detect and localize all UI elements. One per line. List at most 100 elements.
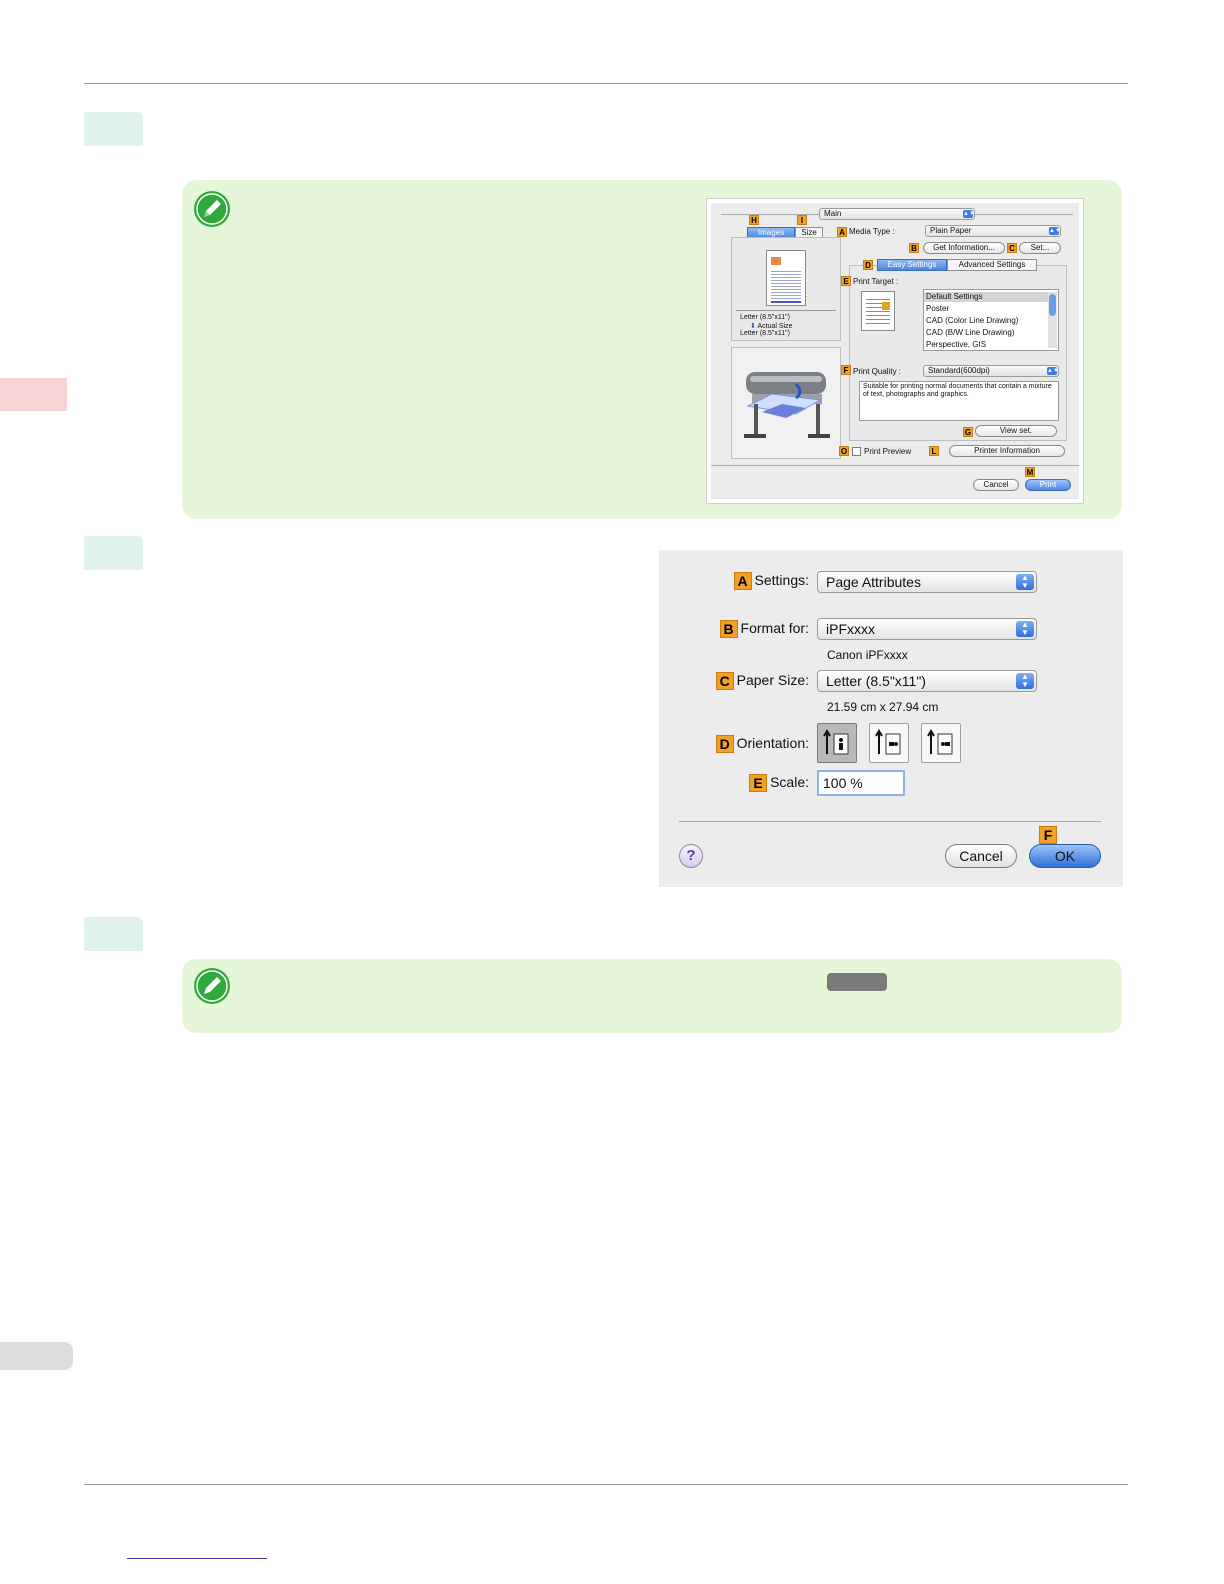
step-marker-3 <box>84 917 143 951</box>
preview-image <box>771 257 781 265</box>
cancel-button[interactable]: Cancel <box>973 479 1019 491</box>
list-item[interactable]: CAD (B/W Line Drawing) <box>926 328 1015 337</box>
note-pencil-icon <box>194 968 230 1004</box>
landscape-orientation-icon <box>875 729 901 755</box>
preview-line3: Letter (8.5"x11") <box>740 330 790 337</box>
popup-arrows-icon: ▲▼ <box>1016 621 1034 637</box>
printer-main-dialog: Main▲▼ H I Images Size Letter (8.5"x11")… <box>706 198 1084 504</box>
help-button[interactable]: ? <box>679 844 703 868</box>
badge-g: G <box>963 427 973 437</box>
paper-size-sub: 21.59 cm x 27.94 cm <box>827 700 939 714</box>
set-button[interactable]: Set... <box>1019 242 1061 254</box>
popup-arrows-icon: ▲▼ <box>1016 673 1034 689</box>
list-item[interactable]: Poster <box>926 304 950 313</box>
view-set-button[interactable]: View set. <box>975 425 1057 437</box>
step-marker-2 <box>84 536 143 570</box>
orientation-reverse-landscape-button[interactable] <box>921 723 961 763</box>
print-button[interactable]: Print <box>1025 479 1071 491</box>
tab-advanced-settings[interactable]: Advanced Settings <box>947 259 1037 271</box>
step-marker-1 <box>84 112 143 146</box>
target-lines <box>866 296 890 326</box>
main-popup[interactable]: Main▲▼ <box>819 208 975 220</box>
badge-d: D <box>863 260 873 270</box>
print-quality-select[interactable]: Standard(600dpi)▲▼ <box>923 365 1059 377</box>
tab-easy-settings[interactable]: Easy Settings <box>877 259 947 271</box>
badge-a: A <box>733 572 752 591</box>
preview-panel: Letter (8.5"x11") ⬇ Actual Size Letter (… <box>731 237 841 341</box>
ok-button[interactable]: OK <box>1029 844 1101 868</box>
orientation-portrait-button[interactable] <box>817 723 857 763</box>
print-target-label: Print Target : <box>853 277 899 286</box>
get-information-button[interactable]: Get Information... <box>923 242 1005 254</box>
scroll-thumb[interactable] <box>1049 294 1056 316</box>
media-type-select[interactable]: Plain Paper▲▼ <box>925 225 1061 237</box>
badge-d: D <box>715 735 734 754</box>
popup-arrows-icon: ▲▼ <box>1049 227 1061 235</box>
preview-line2: ⬇ Actual Size <box>750 323 793 330</box>
settings-select[interactable]: Page Attributes▲▼ <box>817 571 1037 593</box>
print-target-icon <box>861 291 895 331</box>
badge-e: E <box>841 276 851 286</box>
badge-b: B <box>909 243 919 253</box>
divider <box>736 310 836 311</box>
list-scrollbar[interactable] <box>1048 292 1057 348</box>
chapter-side-tab <box>0 378 67 411</box>
printer-information-button[interactable]: Printer Information <box>949 445 1065 457</box>
badge-i: I <box>797 215 807 225</box>
orientation-landscape-button[interactable] <box>869 723 909 763</box>
badge-m: M <box>1025 467 1035 477</box>
footer-link-underline[interactable] <box>127 1558 267 1559</box>
popup-arrows-icon: ▲▼ <box>963 210 975 218</box>
portrait-orientation-icon <box>823 729 849 755</box>
print-preview-checkbox[interactable] <box>852 447 861 456</box>
list-item[interactable]: CAD (Color Line Drawing) <box>926 316 1019 325</box>
footer-rule <box>84 1484 1128 1485</box>
scale-input[interactable]: 100 % <box>817 770 905 796</box>
print-preview-label: Print Preview <box>864 447 912 456</box>
badge-l: L <box>929 446 939 456</box>
page-preview <box>766 250 806 306</box>
preview-lines <box>771 269 801 299</box>
badge-c: C <box>1007 243 1017 253</box>
media-type-label: Media Type : <box>849 227 895 236</box>
reverse-landscape-orientation-icon <box>927 729 953 755</box>
badge-f: F <box>1039 826 1060 845</box>
print-target-list[interactable]: Default Settings Poster CAD (Color Line … <box>923 289 1059 351</box>
print-quality-label: Print Quality : <box>853 367 902 376</box>
preview-line1: Letter (8.5"x11") <box>740 314 790 321</box>
format-for-sub: Canon iPFxxxx <box>827 648 908 662</box>
page-side-tab <box>0 1342 73 1370</box>
list-item[interactable]: Default Settings <box>924 292 1048 302</box>
popup-arrows-icon: ▲▼ <box>1016 574 1034 590</box>
paper-size-select[interactable]: Letter (8.5"x11")▲▼ <box>817 670 1037 692</box>
badge-h: H <box>749 215 759 225</box>
popup-arrows-icon: ▲▼ <box>1047 367 1059 375</box>
badge-f: F <box>841 365 851 375</box>
printer-image-panel <box>731 347 841 459</box>
large-format-printer-icon <box>744 372 830 438</box>
description-box: Suitable for printing normal documents t… <box>859 381 1059 421</box>
divider <box>973 214 1073 215</box>
badge-b: B <box>719 620 738 639</box>
badge-e: E <box>749 774 768 793</box>
badge-a: A <box>837 227 847 237</box>
down-arrow-icon: ⬇ <box>750 323 756 330</box>
cancel-button[interactable]: Cancel <box>945 844 1017 868</box>
list-item[interactable]: Perspective, GIS <box>926 340 987 349</box>
divider <box>679 821 1101 822</box>
note-box <box>182 959 1122 1033</box>
preview-bar <box>771 301 801 303</box>
divider <box>721 214 821 215</box>
format-for-select[interactable]: iPFxxxx▲▼ <box>817 618 1037 640</box>
header-rule <box>84 83 1128 84</box>
badge-o: O <box>839 446 849 456</box>
badge-c: C <box>715 672 734 691</box>
target-image <box>882 302 890 310</box>
divider <box>711 465 1079 466</box>
